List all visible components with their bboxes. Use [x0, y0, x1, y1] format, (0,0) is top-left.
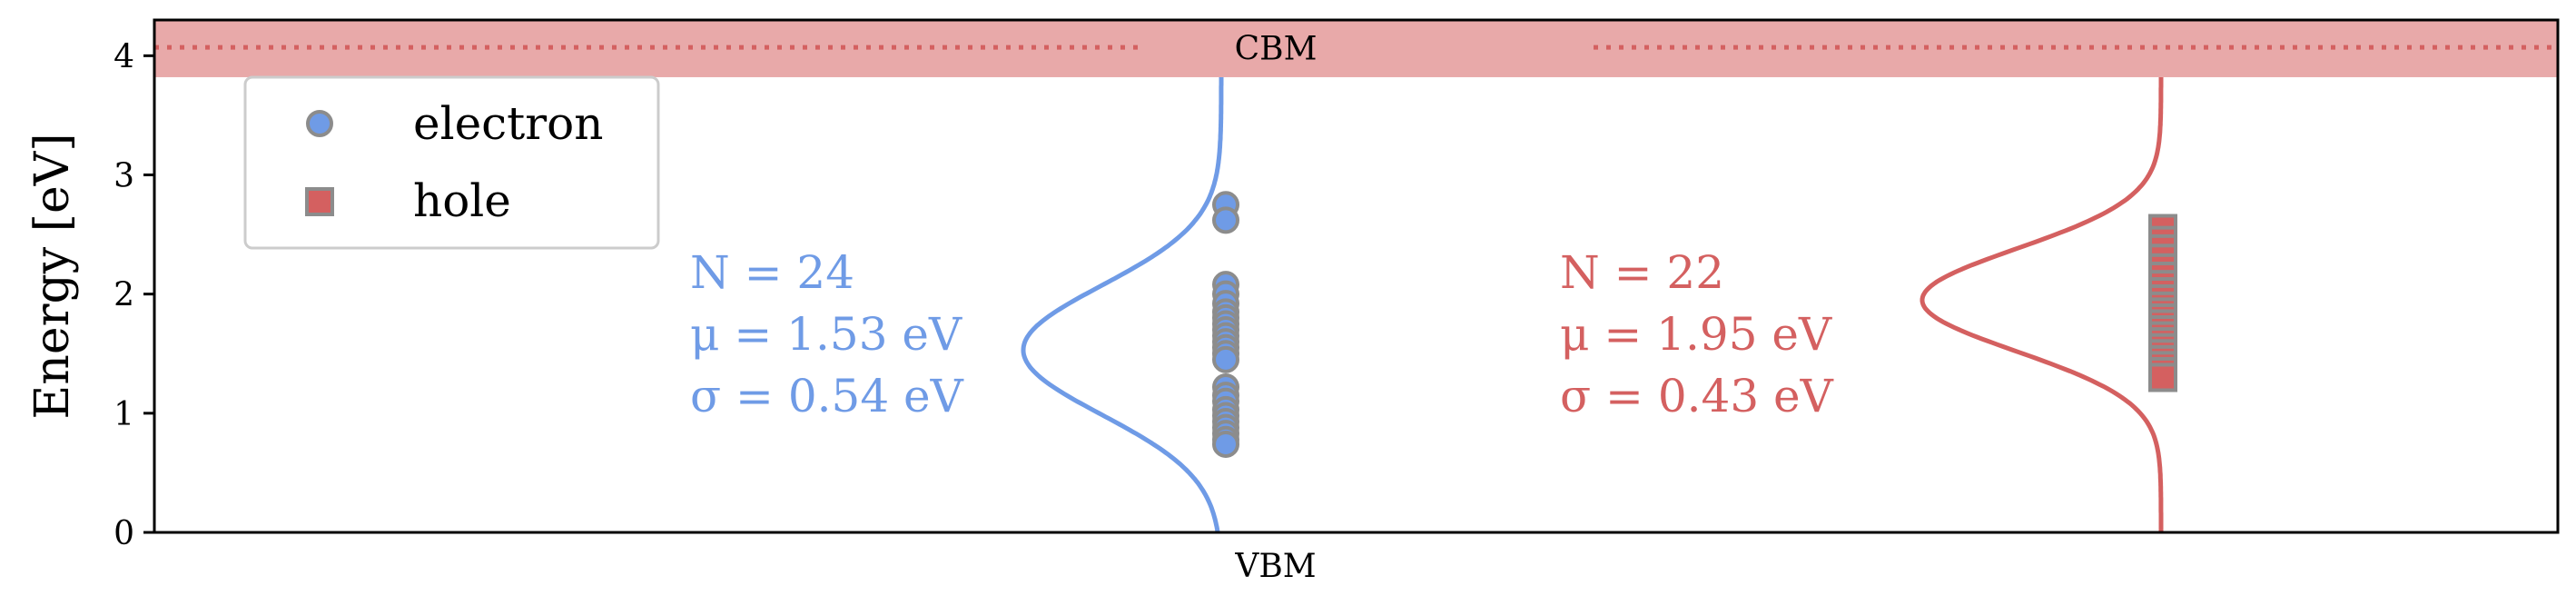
- hole-point: [2148, 363, 2177, 392]
- electron-fit-curve: [1021, 77, 1224, 533]
- hole-stats-mu: μ = 1.95 eV: [1560, 308, 1832, 361]
- legend-box: [243, 75, 660, 250]
- cbm-label: CBM: [1235, 30, 1318, 67]
- cbm-band: [154, 20, 2558, 77]
- legend-electron-label: electron: [413, 97, 603, 150]
- legend-hole-marker: [305, 187, 334, 216]
- legend-electron-marker: [306, 110, 333, 137]
- legend: electron hole: [243, 75, 660, 250]
- hole-stats: N = 22 μ = 1.95 eV σ = 0.43 eV: [1560, 246, 1834, 422]
- electron-series: [1212, 191, 1239, 458]
- electron-point: [1212, 206, 1239, 234]
- y-tick-label: 0: [114, 515, 134, 552]
- electron-point: [1212, 345, 1239, 373]
- y-tick-label: 3: [114, 158, 134, 195]
- electron-point: [1212, 430, 1239, 458]
- hole-stats-sigma: σ = 0.43 eV: [1560, 370, 1834, 422]
- electron-stats: N = 24 μ = 1.53 eV σ = 0.54 eV: [690, 246, 964, 422]
- electron-stats-n: N = 24: [690, 246, 854, 299]
- hole-stats-n: N = 22: [1560, 246, 1724, 299]
- gaussian-fits: [1021, 77, 2164, 533]
- vbm-label: VBM: [1234, 548, 1316, 585]
- electron-stats-mu: μ = 1.53 eV: [690, 308, 962, 361]
- hole-fit-curve: [1920, 77, 2164, 532]
- plot-frame: [153, 18, 2560, 534]
- y-axis-ticks: 0 1 2 3 4: [114, 38, 154, 552]
- y-axis-label: Energy [eV]: [25, 133, 80, 419]
- y-tick-label: 1: [114, 396, 134, 433]
- legend-hole-label: hole: [413, 174, 511, 227]
- electron-stats-sigma: σ = 0.54 eV: [690, 370, 964, 422]
- y-tick-label: 4: [114, 38, 134, 75]
- y-tick-label: 2: [114, 277, 134, 314]
- hole-series: [2148, 214, 2177, 392]
